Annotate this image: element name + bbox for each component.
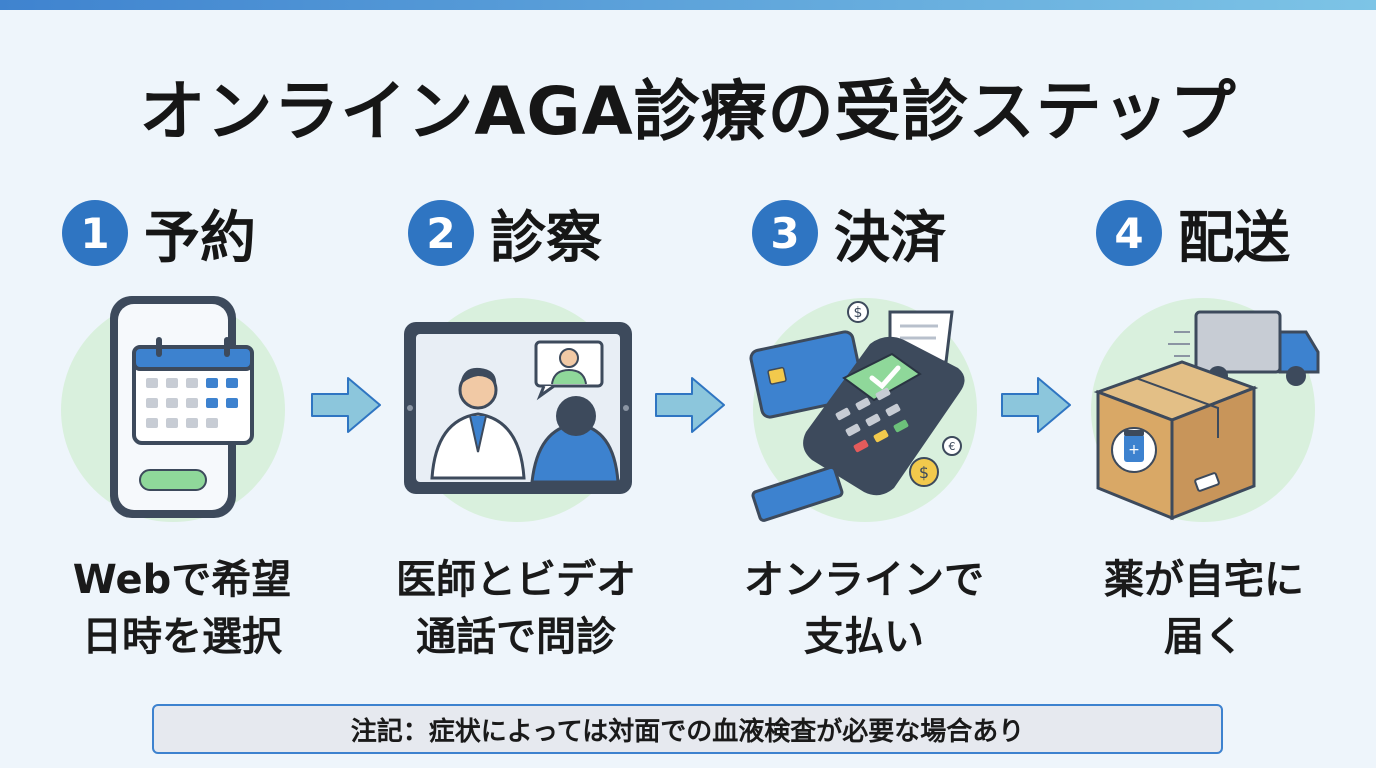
svg-text:$: $ xyxy=(919,463,929,482)
step-1-description: Webで希望 日時を選択 xyxy=(72,557,292,660)
step-1-number-badge: 1 xyxy=(62,200,128,266)
delivery-box-truck-icon: + xyxy=(1078,292,1328,527)
step-2-number-badge: 2 xyxy=(408,200,474,266)
step-4-header: 4 配送 xyxy=(1096,200,1290,271)
tablet-video-call-icon xyxy=(392,292,642,527)
page-title: オンラインAGA診療の受診ステップ xyxy=(139,73,1237,150)
smartphone-calendar-icon xyxy=(48,292,298,527)
svg-text:+: + xyxy=(1128,442,1140,458)
payment-terminal-icon: $ $ € xyxy=(740,292,990,527)
step-4-number-badge: 4 xyxy=(1096,200,1162,266)
step-1-header: 1 予約 xyxy=(62,200,256,271)
step-3-header: 3 決済 xyxy=(752,200,946,271)
arrow-right-icon xyxy=(310,374,382,436)
step-4-title: 配送 xyxy=(1178,205,1290,271)
step-2-header: 2 診察 xyxy=(408,200,602,271)
svg-text:$: $ xyxy=(854,305,863,321)
arrow-right-icon xyxy=(1000,374,1072,436)
arrow-right-icon xyxy=(654,374,726,436)
step-2-title: 診察 xyxy=(490,205,602,271)
step-3-title: 決済 xyxy=(834,205,946,271)
footnote-box: 注記：症状によっては対面での血液検査が必要な場合あり xyxy=(152,704,1223,754)
step-4-description: 薬が自宅に 届く xyxy=(1104,557,1304,660)
step-3-description: オンラインで 支払い xyxy=(744,557,984,660)
step-1-title: 予約 xyxy=(144,205,256,271)
top-accent-bar xyxy=(0,0,1376,10)
svg-text:€: € xyxy=(949,440,956,453)
step-2-description: 医師とビデオ 通話で問診 xyxy=(396,557,636,660)
step-3-number-badge: 3 xyxy=(752,200,818,266)
